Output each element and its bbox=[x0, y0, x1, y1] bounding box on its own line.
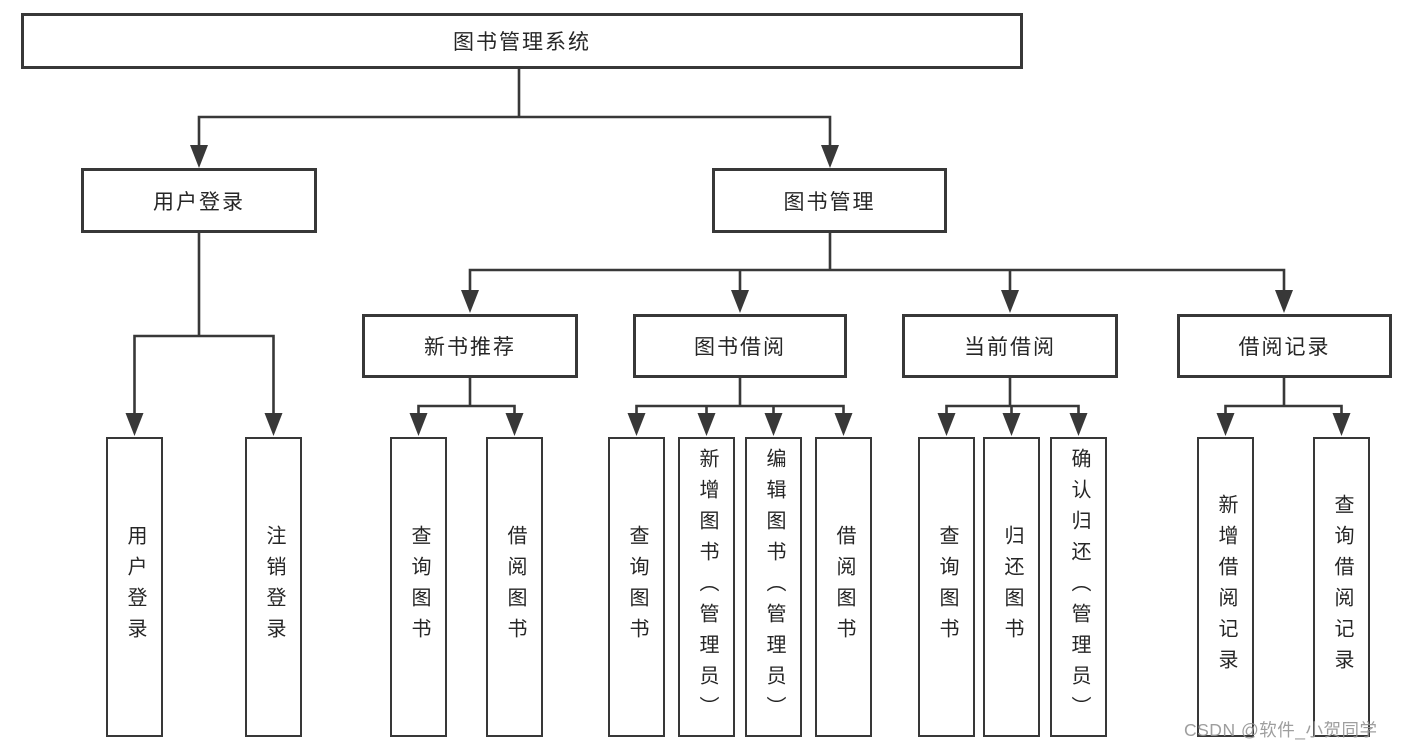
leaf-records-query-record: 查询借阅记录 bbox=[1313, 437, 1370, 737]
node-current-borrowing: 当前借阅 bbox=[902, 314, 1118, 378]
tree-edges bbox=[133, 67, 1343, 418]
node-library-system: 图书管理系统 bbox=[21, 13, 1023, 69]
node-book-management: 图书管理 bbox=[712, 168, 947, 233]
leaf-borrow-borrow-books: 借阅图书 bbox=[815, 437, 872, 737]
leaf-recommend-query-books: 查询图书 bbox=[390, 437, 447, 737]
leaf-borrow-add-books-admin: 新增图书（管理员） bbox=[678, 437, 735, 737]
leaf-recommend-borrow-books: 借阅图书 bbox=[486, 437, 543, 737]
leaf-current-confirm-return-admin: 确认归还（管理员） bbox=[1050, 437, 1107, 737]
node-book-borrowing: 图书借阅 bbox=[633, 314, 847, 378]
leaf-logout: 注销登录 bbox=[245, 437, 302, 737]
leaf-borrow-edit-books-admin: 编辑图书（管理员） bbox=[745, 437, 802, 737]
node-user-login: 用户登录 bbox=[81, 168, 317, 233]
node-borrowing-records: 借阅记录 bbox=[1177, 314, 1392, 378]
arrow-down-icons bbox=[125, 145, 1351, 436]
leaf-current-query-books: 查询图书 bbox=[918, 437, 975, 737]
leaf-borrow-query-books: 查询图书 bbox=[608, 437, 665, 737]
watermark: CSDN @软件_小贺同学 bbox=[1184, 720, 1378, 740]
leaf-current-return-books: 归还图书 bbox=[983, 437, 1040, 737]
leaf-records-add-record: 新增借阅记录 bbox=[1197, 437, 1254, 737]
node-new-book-recommend: 新书推荐 bbox=[362, 314, 578, 378]
leaf-user-login: 用户登录 bbox=[106, 437, 163, 737]
